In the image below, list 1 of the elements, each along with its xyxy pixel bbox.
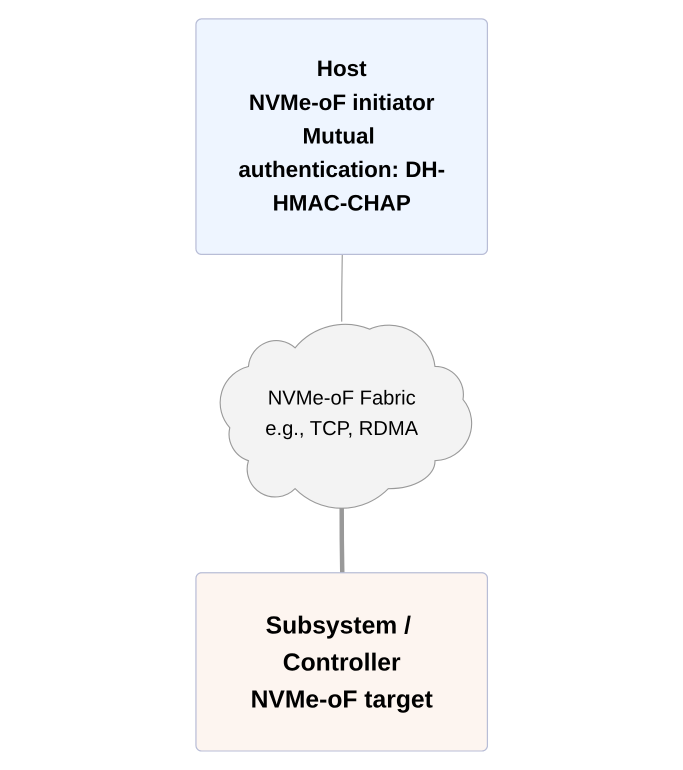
connector	[340, 254, 343, 322]
